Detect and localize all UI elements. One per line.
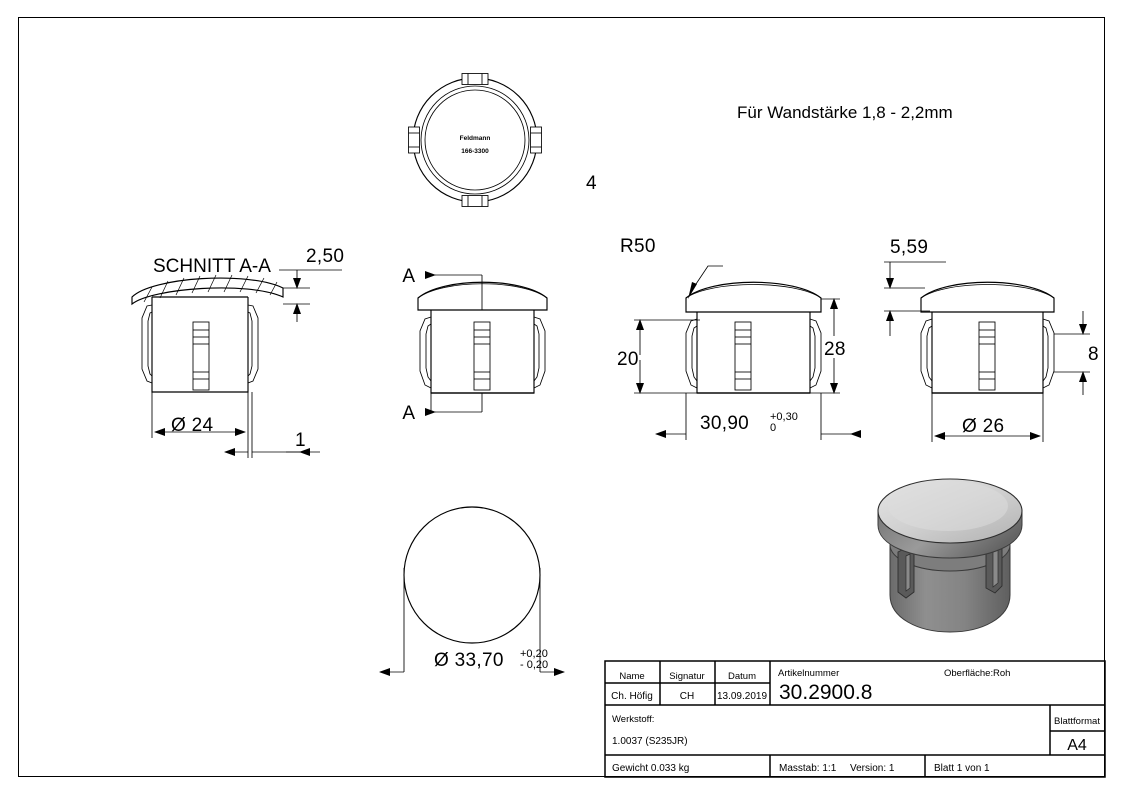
view-top-circular xyxy=(408,73,542,207)
dim-rib-height: 8 xyxy=(1088,344,1099,365)
dim-cap-height: 5,59 xyxy=(890,237,928,258)
view-section-aa xyxy=(131,269,342,458)
tb-version: Version: 1 xyxy=(850,763,895,774)
dim-front-width-tol-lower: 0 xyxy=(770,422,776,434)
drawing-frame-border xyxy=(18,17,1105,777)
tb-value-datum: 13.09.2019 xyxy=(717,691,767,702)
dim-front-width-tol-upper: +0,30 xyxy=(770,411,798,423)
tb-article-number: 30.2900.8 xyxy=(779,681,872,704)
dim-front-width: 30,90 xyxy=(700,413,749,434)
tb-material-value: 1.0037 (S235JR) xyxy=(612,736,688,747)
tb-material-label: Werkstoff: xyxy=(612,714,654,725)
tb-header-signatur: Signatur xyxy=(669,671,704,682)
dim-top-flange: 4 xyxy=(586,173,597,194)
dim-flange-tol-upper: +0,20 xyxy=(520,648,548,660)
tb-sheetformat-value: A4 xyxy=(1067,737,1087,754)
view-front-section-marks xyxy=(417,271,548,416)
dim-body-dia: Ø 26 xyxy=(962,416,1004,437)
logo-code: 166-3300 xyxy=(461,148,489,155)
header-note: Für Wandstärke 1,8 - 2,2mm xyxy=(737,103,953,122)
logo-brand: Feldmann xyxy=(460,135,491,142)
dim-total-height: 28 xyxy=(824,339,846,360)
tb-page: Blatt 1 von 1 xyxy=(934,763,990,774)
section-arrow-bottom-label: A xyxy=(402,403,415,424)
view-bottom-circle xyxy=(379,506,565,676)
tb-surface-label: Oberfläche: xyxy=(944,668,993,679)
view-front-dimensioned xyxy=(634,265,861,440)
dim-radius: R50 xyxy=(620,236,656,257)
tb-scale: Masstab: 1:1 xyxy=(779,763,837,774)
tb-value-signatur: CH xyxy=(680,691,694,702)
tb-header-datum: Datum xyxy=(728,671,756,682)
dim-insert-depth: 20 xyxy=(617,349,639,370)
dim-cap-thickness: 2,50 xyxy=(306,246,344,267)
dim-wall-thickness: 1 xyxy=(295,430,306,451)
section-arrow-top-label: A xyxy=(402,266,415,287)
view-front-right xyxy=(884,261,1090,442)
tb-sheetformat-label: Blattformat xyxy=(1054,716,1100,727)
dim-flange-dia: Ø 33,70 xyxy=(434,650,504,671)
dim-flange-tol-lower: - 0,20 xyxy=(520,659,548,671)
tb-article-label: Artikelnummer xyxy=(778,668,839,679)
dim-inner-dia: Ø 24 xyxy=(171,415,214,436)
tb-value-name: Ch. Höfig xyxy=(611,691,653,702)
tb-header-name: Name xyxy=(619,671,644,682)
section-label: SCHNITT A-A xyxy=(153,256,271,277)
tb-surface-value: Roh xyxy=(993,668,1010,679)
iso-3d-render xyxy=(877,478,1023,633)
tb-weight: Gewicht 0.033 kg xyxy=(612,763,689,774)
